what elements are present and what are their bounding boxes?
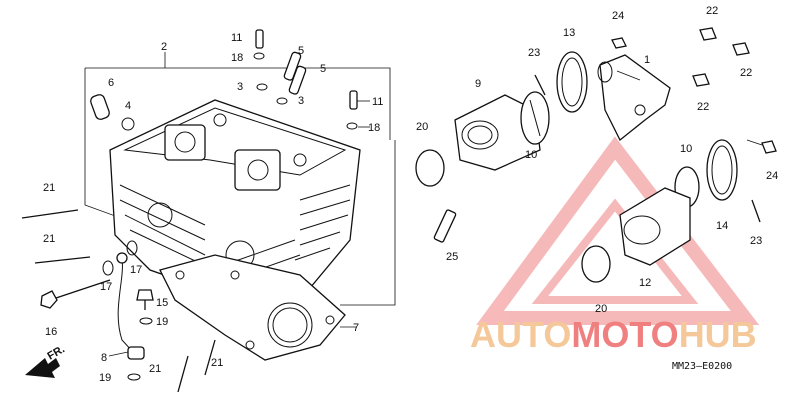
callout-10a: 10 [525, 149, 537, 161]
callout-21b: 21 [43, 233, 55, 245]
washer-18-mid [346, 122, 358, 130]
callout-4: 4 [125, 100, 131, 112]
callout-21c: 21 [149, 363, 161, 375]
callout-3b: 3 [298, 95, 304, 107]
callout-11b: 11 [372, 96, 383, 108]
watermark-text: AUTOMOTOHUB [470, 314, 757, 355]
callout-5b: 5 [320, 63, 326, 75]
studs-21 [21, 209, 216, 393]
callout-17a: 17 [100, 281, 112, 293]
clip-4 [121, 117, 135, 131]
callout-5a: 5 [298, 45, 304, 57]
bracket-1 [597, 54, 671, 142]
callout-19a: 19 [156, 316, 168, 328]
callout-14: 14 [716, 220, 728, 232]
callout-18b: 18 [368, 122, 380, 134]
front-arrow-label: FR. [46, 343, 67, 362]
bolt-16 [40, 279, 111, 309]
o-ring-20-left [415, 149, 445, 187]
washer-18-top [253, 52, 265, 60]
callout-17b: 17 [130, 264, 142, 276]
dowel-11-mid [349, 90, 358, 110]
dowel-11-top [255, 29, 264, 49]
callout-labels: 1 2 3 3 4 5 5 6 7 8 9 10 10 11 11 12 13 … [43, 5, 778, 384]
callout-22c: 22 [697, 101, 709, 113]
diagram-code: MM23–E0200 [672, 361, 732, 372]
leader-lines [108, 70, 763, 357]
bolt-15 [136, 289, 154, 310]
valve-guide-6 [90, 94, 110, 120]
o-ring-20-right [581, 245, 611, 283]
spark-plug-25 [433, 209, 457, 243]
callout-22a: 22 [706, 5, 718, 17]
bolt-23-top [534, 74, 546, 96]
watermark-part1: AUTO [470, 314, 571, 355]
valve-guides-5 [283, 51, 307, 95]
band-14 [706, 139, 738, 201]
washers-19 [127, 317, 153, 381]
callout-2: 2 [161, 41, 167, 53]
callout-11a: 11 [231, 32, 242, 44]
screws-22 [692, 27, 750, 87]
callout-21a: 21 [43, 182, 55, 194]
callout-16: 16 [45, 326, 57, 338]
callout-13: 13 [563, 27, 575, 39]
callout-6: 6 [108, 77, 114, 89]
callout-24b: 24 [766, 170, 778, 182]
callout-1: 1 [644, 54, 650, 66]
front-arrow [25, 358, 60, 378]
callout-23b: 23 [750, 235, 762, 247]
insulator-12 [619, 187, 691, 266]
head-gasket [159, 254, 346, 361]
bolt-23-right [751, 199, 761, 223]
callout-21d: 21 [211, 357, 223, 369]
o-rings-3 [256, 83, 288, 105]
callout-20a: 20 [416, 121, 428, 133]
callout-23a: 23 [528, 47, 540, 59]
callout-20b: 20 [595, 303, 607, 315]
temp-sensor-8 [116, 252, 145, 360]
callout-3a: 3 [237, 81, 243, 93]
washers-17 [102, 240, 138, 276]
head-assembly-frame [84, 52, 396, 306]
callout-22b: 22 [740, 67, 752, 79]
callout-24a: 24 [612, 10, 624, 22]
gasket-10-top [520, 91, 550, 145]
callout-25: 25 [446, 251, 458, 263]
screw-24-top [611, 37, 627, 49]
cylinder-head [109, 99, 361, 306]
callout-9: 9 [475, 78, 481, 90]
callout-7: 7 [353, 322, 359, 334]
callout-10b: 10 [680, 143, 692, 155]
watermark-part2: MOTO [571, 314, 678, 355]
watermark-part3: HUB [679, 314, 757, 355]
screw-24-right [761, 140, 777, 154]
callout-15: 15 [156, 297, 168, 309]
callout-19b: 19 [99, 372, 111, 384]
callout-18a: 18 [231, 52, 243, 64]
band-13 [556, 51, 588, 113]
insulator-9 [454, 94, 541, 171]
callout-8: 8 [101, 352, 107, 364]
callout-12: 12 [639, 277, 651, 289]
